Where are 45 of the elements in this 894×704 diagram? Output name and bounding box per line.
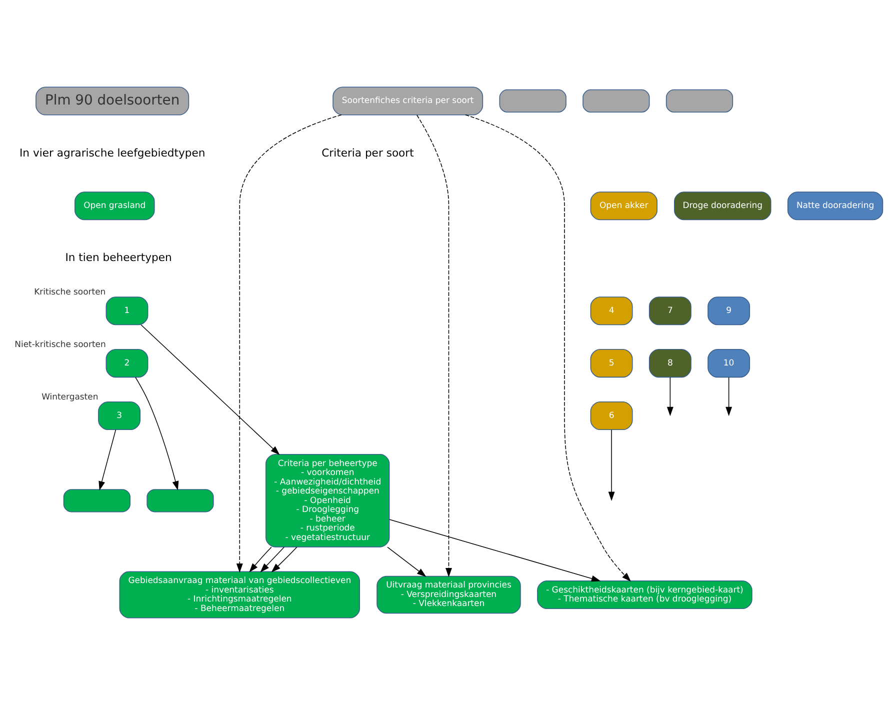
node-box	[499, 88, 566, 112]
node-box: Open akker	[590, 191, 658, 220]
node-box: 8	[648, 348, 692, 378]
node-box: 7	[648, 296, 692, 325]
node-box	[582, 88, 650, 112]
node-box: 3	[98, 401, 140, 430]
node-box: Soortenfiches criteria per soort	[332, 86, 484, 115]
arrow	[271, 546, 298, 572]
arrow	[666, 376, 674, 416]
arrow	[249, 546, 272, 572]
node-label: Niet-kritische soorten	[14, 338, 106, 348]
label: In tien beheertypen	[65, 250, 172, 264]
node-box	[146, 488, 214, 512]
arrow	[465, 114, 631, 582]
arrow	[260, 546, 285, 572]
node-box: - Geschiktheidskaarten (bijv kerngebied-kaart) - Thematische kaarten (bv drooglegging)	[537, 580, 752, 609]
node-box: Uitvraag materiaal provincies - Verspreidingskaarten - Vlekkenkaarten	[376, 575, 521, 614]
node-box: Plm 90 doelsoorten	[36, 86, 190, 115]
arrow	[140, 324, 280, 454]
arrow	[98, 429, 116, 490]
node-box: 9	[708, 296, 750, 325]
node-label: Wintergasten	[42, 390, 98, 401]
node-box: 2	[106, 348, 148, 378]
node-box: Criteria per beheertype - voorkomen - Aanwezigheid/dichtheid - gebiedseigenschappen - Openheid - Drooglegging - beheer - rustperiode - vegetatiestructuur	[266, 453, 390, 547]
node-box: Droge dooradering	[674, 191, 772, 220]
label: Criteria per soort	[322, 146, 414, 159]
node-box	[666, 88, 734, 112]
arrow	[236, 114, 342, 572]
node-box: 4	[590, 296, 633, 325]
node-box: 10	[708, 348, 750, 378]
arrow	[135, 376, 179, 490]
node-box: 1	[106, 296, 148, 325]
arrow	[726, 376, 732, 416]
node-box	[63, 488, 130, 512]
arrow	[389, 518, 601, 582]
arrow	[416, 114, 452, 577]
node-box: Open grasland	[74, 191, 155, 220]
arrow	[387, 546, 426, 576]
node-box: 6	[590, 401, 633, 430]
label: In vier agrarische leefgebiedtypen	[19, 146, 206, 159]
node-box: Natte dooradering	[787, 191, 884, 220]
arrow	[608, 429, 615, 500]
node-label: Kritische soorten	[34, 286, 106, 296]
node-box: Gebiedsaanvraag materiaal van gebiedscollectieven - inventarisaties - Inrichtingsmaatregelen - Beheermaatregelen	[119, 570, 360, 618]
node-box: 5	[590, 348, 633, 378]
